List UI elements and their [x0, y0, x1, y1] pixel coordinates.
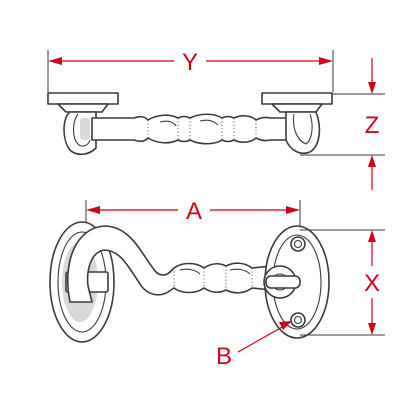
top-right-plate	[261, 92, 333, 155]
label-b: B	[216, 343, 232, 370]
top-hook-shaft	[91, 113, 291, 145]
label-a: A	[186, 198, 202, 225]
front-right-plate	[263, 225, 330, 339]
front-view: A X B	[49, 198, 385, 370]
dimension-a: A	[86, 198, 300, 225]
label-x: X	[364, 270, 380, 297]
top-left-plate	[47, 92, 119, 156]
dimension-b: B	[216, 321, 292, 370]
dimension-z: Z	[300, 58, 385, 190]
dimension-y: Y	[48, 49, 333, 76]
dimension-x: X	[300, 229, 385, 336]
label-z: Z	[365, 112, 380, 139]
top-view: Y Z	[47, 49, 385, 190]
label-y: Y	[182, 49, 198, 76]
screw-hole-bottom	[290, 312, 306, 328]
screw-hole-top	[290, 236, 306, 252]
front-hook	[66, 225, 273, 303]
